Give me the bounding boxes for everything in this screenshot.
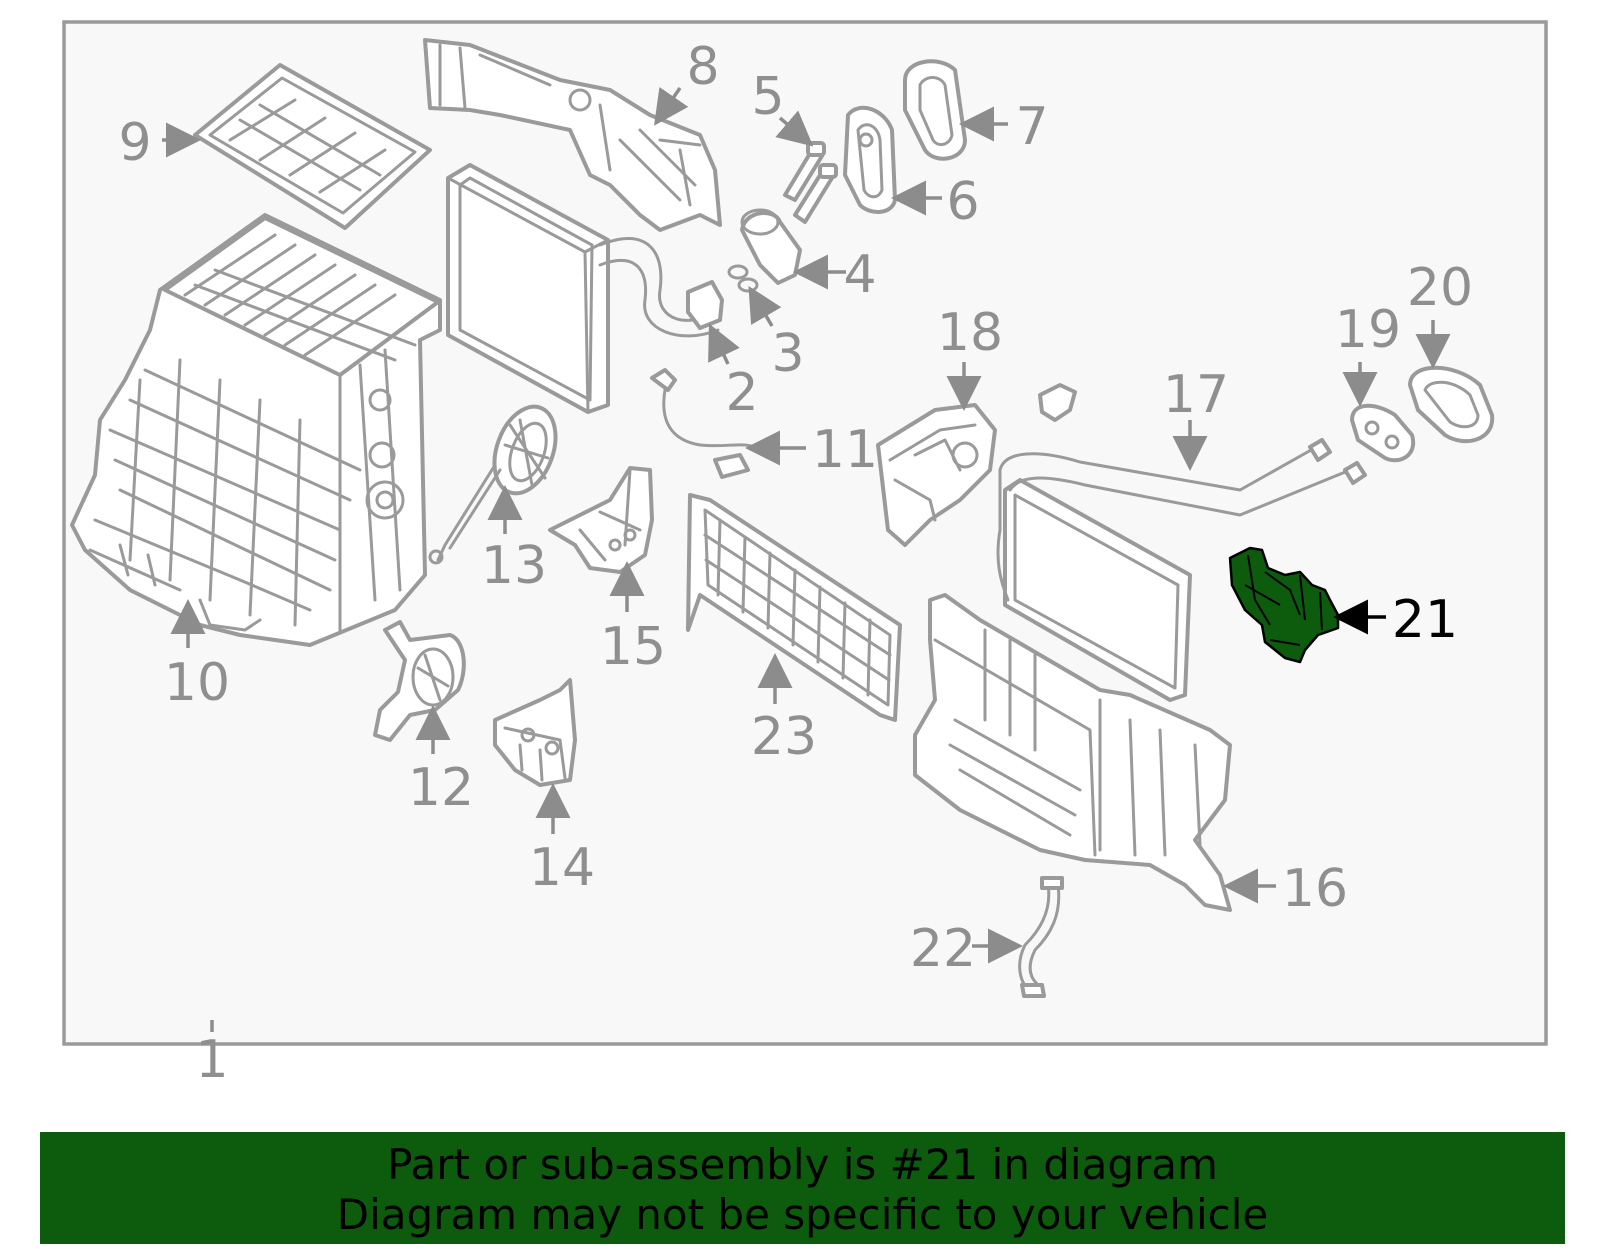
callout-14: 14 bbox=[529, 838, 595, 898]
part-14-actuator[interactable] bbox=[493, 678, 577, 787]
callout-20: 20 bbox=[1407, 258, 1473, 318]
callout-4: 4 bbox=[843, 245, 876, 305]
callout-21-highlighted: 21 bbox=[1392, 590, 1458, 650]
part-12-blower-part[interactable] bbox=[373, 620, 466, 742]
part-3-o-rings[interactable] bbox=[727, 264, 759, 293]
part-13-blower-motor[interactable] bbox=[428, 398, 567, 565]
part-8-duct[interactable] bbox=[423, 38, 722, 232]
callout-12: 12 bbox=[408, 758, 474, 818]
part-19-gasket[interactable] bbox=[1350, 403, 1416, 463]
part-17-heater-core[interactable] bbox=[996, 438, 1367, 702]
callout-10: 10 bbox=[164, 653, 230, 713]
callout-5: 5 bbox=[751, 67, 784, 127]
callout-2: 2 bbox=[725, 363, 758, 423]
part-20-grommet[interactable] bbox=[1408, 365, 1495, 444]
callout-6: 6 bbox=[946, 172, 979, 232]
callout-11: 11 bbox=[812, 420, 878, 480]
callout-23: 23 bbox=[751, 707, 817, 767]
banner-line-1: Part or sub-assembly is #21 in diagram bbox=[387, 1140, 1218, 1189]
part-2-evaporator[interactable] bbox=[446, 163, 724, 414]
part-16-lower-case[interactable] bbox=[913, 593, 1232, 912]
part-small-connector[interactable] bbox=[1038, 383, 1077, 422]
part-9-filter-cover[interactable] bbox=[193, 63, 432, 230]
callout-18: 18 bbox=[937, 303, 1003, 363]
callout-9: 9 bbox=[118, 113, 151, 173]
part-23-filter-screen[interactable] bbox=[686, 493, 902, 722]
callout-labels: 1 2 3 4 5 6 7 8 9 10 11 12 13 14 15 16 1… bbox=[118, 37, 1473, 1090]
callout-16: 16 bbox=[1282, 859, 1348, 919]
banner-line-2: Diagram may not be specific to your vehi… bbox=[336, 1190, 1269, 1239]
callout-19: 19 bbox=[1335, 300, 1401, 360]
leader-lines bbox=[162, 87, 1451, 1032]
callout-22: 22 bbox=[910, 919, 976, 979]
part-5-bolts[interactable] bbox=[783, 141, 838, 224]
callout-7: 7 bbox=[1015, 97, 1048, 157]
info-banner: Part or sub-assembly is #21 in diagram D… bbox=[40, 1132, 1565, 1244]
parts-diagram: 1 2 3 4 5 6 7 8 9 10 11 12 13 14 15 16 1… bbox=[62, 20, 1548, 1090]
callout-17: 17 bbox=[1163, 365, 1229, 425]
callout-3: 3 bbox=[771, 324, 804, 384]
callout-15: 15 bbox=[600, 617, 666, 677]
callout-8: 8 bbox=[686, 37, 719, 97]
part-22-drain-hose[interactable] bbox=[1018, 876, 1064, 998]
part-10-hvac-housing[interactable] bbox=[70, 213, 442, 647]
callout-1: 1 bbox=[195, 1030, 228, 1090]
part-4-expansion-valve[interactable] bbox=[740, 208, 802, 285]
part-15-bracket[interactable] bbox=[548, 466, 654, 574]
callout-13: 13 bbox=[481, 536, 547, 596]
